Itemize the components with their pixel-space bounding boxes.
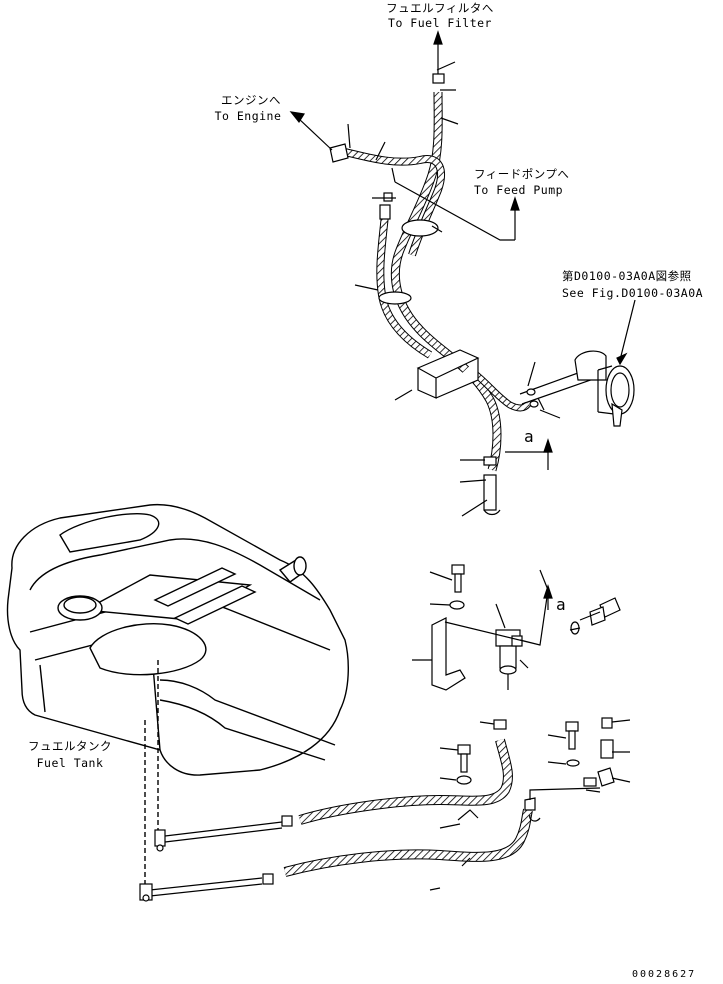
lower-assembly: [139, 564, 631, 902]
engine-label-jp: エンジンへ: [221, 93, 281, 107]
fuel-filter-label-en: To Fuel Filter: [388, 16, 492, 30]
bolt-right: [579, 597, 621, 626]
view-a-lower-arrow: [543, 584, 553, 599]
top-hose-clamp: [432, 73, 445, 84]
hose-clamp-ring: [401, 219, 439, 237]
fuel-tank-label-en: Fuel Tank: [36, 756, 104, 770]
feed-pump-clamp: [383, 192, 393, 202]
washer-upper: [449, 600, 465, 610]
fuel-filter-label-jp: フュエルフィルタへ: [386, 1, 494, 15]
bolt-upper-left: [451, 564, 465, 593]
feed-pump-arrow: [510, 196, 520, 211]
engine-arrow: [289, 111, 305, 124]
fuel-filter-hose: [390, 91, 502, 472]
supply-hose: [298, 738, 513, 825]
bolt-lower-middle: [457, 744, 471, 773]
view-a-upper-arrow: [543, 438, 553, 453]
engine-fitting: [329, 143, 349, 163]
hose-bracket: [416, 349, 480, 399]
filter-bracket: [431, 617, 466, 691]
engine-label-en: To Engine: [214, 109, 282, 123]
filter-housing: [574, 350, 635, 427]
view-a-lower-label: a: [556, 595, 567, 614]
feed-pump-label-en: To Feed Pump: [474, 183, 564, 197]
bolt-lower-right: [565, 721, 579, 750]
fuel-filter-arrow: [433, 30, 443, 45]
elbow-fitting: [583, 717, 615, 787]
fuel-tank: [6, 503, 349, 885]
tank-return-tube: [149, 877, 263, 897]
engine-hose: [344, 148, 445, 257]
see-fig-arrow: [616, 352, 628, 366]
water-separator: [495, 629, 523, 690]
see-fig-label-en: See Fig.D0100-03A0A: [562, 286, 704, 300]
hose-clamp-ring-lower: [378, 291, 412, 305]
view-a-upper-label: a: [524, 427, 535, 446]
tank-return-fitting: [139, 883, 153, 902]
drawing-number: 00028627: [632, 969, 697, 980]
tank-raised-plate: [153, 567, 257, 625]
tank-supply-fitting: [154, 829, 166, 852]
feed-pump-label-jp: フィードポンプへ: [474, 167, 570, 181]
fuel-tank-label-jp: フュエルタンク: [28, 739, 112, 753]
tank-supply-tube: [164, 821, 283, 843]
upper-hose-assembly: [289, 30, 636, 517]
see-fig-label-jp: 第D0100-03A0A図参照: [562, 269, 692, 283]
